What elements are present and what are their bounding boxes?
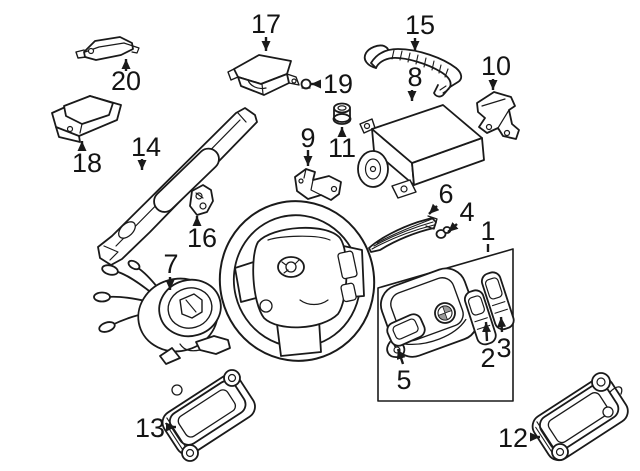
part-4-screw [435, 226, 452, 239]
callout-15-label: 15 [405, 10, 435, 40]
part-6-trim-strip [368, 215, 438, 253]
callout-3[interactable]: 3 [496, 316, 512, 363]
callouts-layer: 20 17 19 15 8 10 11 9 [72, 9, 540, 453]
callout-4-label: 4 [459, 197, 474, 227]
part-8-gas-generator [357, 104, 485, 199]
part-12-side-airbag [531, 372, 629, 462]
part-1-group-box [377, 248, 514, 402]
part-11-nut [332, 102, 352, 125]
callout-8-label: 8 [407, 62, 422, 92]
callout-13-label: 13 [135, 413, 165, 443]
callout-16[interactable]: 16 [187, 216, 217, 253]
bmw-roundel-icon [434, 302, 456, 324]
callout-5-arrow [396, 348, 406, 365]
part-3-switch [480, 271, 515, 331]
callout-7[interactable]: 7 [163, 249, 179, 290]
part-20-sensor-module [75, 36, 140, 61]
part-10-bracket [476, 91, 520, 140]
callout-6-label: 6 [438, 179, 453, 209]
callout-17[interactable]: 17 [251, 9, 281, 51]
callout-4[interactable]: 4 [447, 197, 475, 233]
callout-10[interactable]: 10 [481, 51, 511, 90]
callout-14-label: 14 [131, 132, 161, 162]
part-19-grommet [300, 78, 312, 90]
callout-11[interactable]: 11 [328, 127, 356, 163]
callout-17-label: 17 [251, 9, 281, 39]
part-16-clip [189, 184, 214, 216]
callout-19-label: 19 [323, 69, 353, 99]
callout-2-arrow [482, 321, 492, 342]
callout-3-arrow [497, 316, 507, 333]
callout-19[interactable]: 19 [311, 69, 353, 99]
callout-4-arrow [447, 221, 459, 233]
callout-5[interactable]: 5 [396, 348, 412, 395]
callout-14[interactable]: 14 [131, 132, 161, 170]
part-airbag-module [380, 267, 479, 358]
callout-20-label: 20 [111, 66, 141, 96]
part-17-module [227, 54, 300, 96]
callout-12[interactable]: 12 [498, 423, 540, 453]
callout-12-label: 12 [498, 423, 528, 453]
callout-6-arrow [428, 203, 440, 215]
callout-2[interactable]: 2 [480, 321, 496, 373]
callout-7-label: 7 [163, 249, 178, 279]
callout-13[interactable]: 13 [135, 413, 176, 443]
part-15-hose [363, 44, 463, 98]
callout-2-label: 2 [480, 343, 495, 373]
callout-6[interactable]: 6 [428, 179, 454, 215]
callout-9[interactable]: 9 [300, 123, 316, 166]
callout-8[interactable]: 8 [407, 62, 423, 101]
callout-16-label: 16 [187, 223, 217, 253]
callout-10-label: 10 [481, 51, 511, 81]
callout-18-label: 18 [72, 148, 102, 178]
part-9-bracket [294, 168, 342, 201]
part-7-clock-spring [93, 259, 231, 365]
callout-18[interactable]: 18 [72, 141, 102, 178]
callout-1[interactable]: 1 [480, 216, 496, 252]
steering-wheel [218, 200, 376, 362]
callout-15[interactable]: 15 [405, 10, 435, 51]
part-18-control-module [51, 95, 122, 143]
part-13-side-airbag [161, 369, 256, 462]
callout-3-label: 3 [496, 333, 511, 363]
callout-1-label: 1 [480, 216, 495, 246]
callout-9-label: 9 [300, 123, 315, 153]
callout-20[interactable]: 20 [111, 59, 141, 96]
callout-11-label: 11 [328, 133, 356, 163]
callout-5-label: 5 [396, 365, 411, 395]
